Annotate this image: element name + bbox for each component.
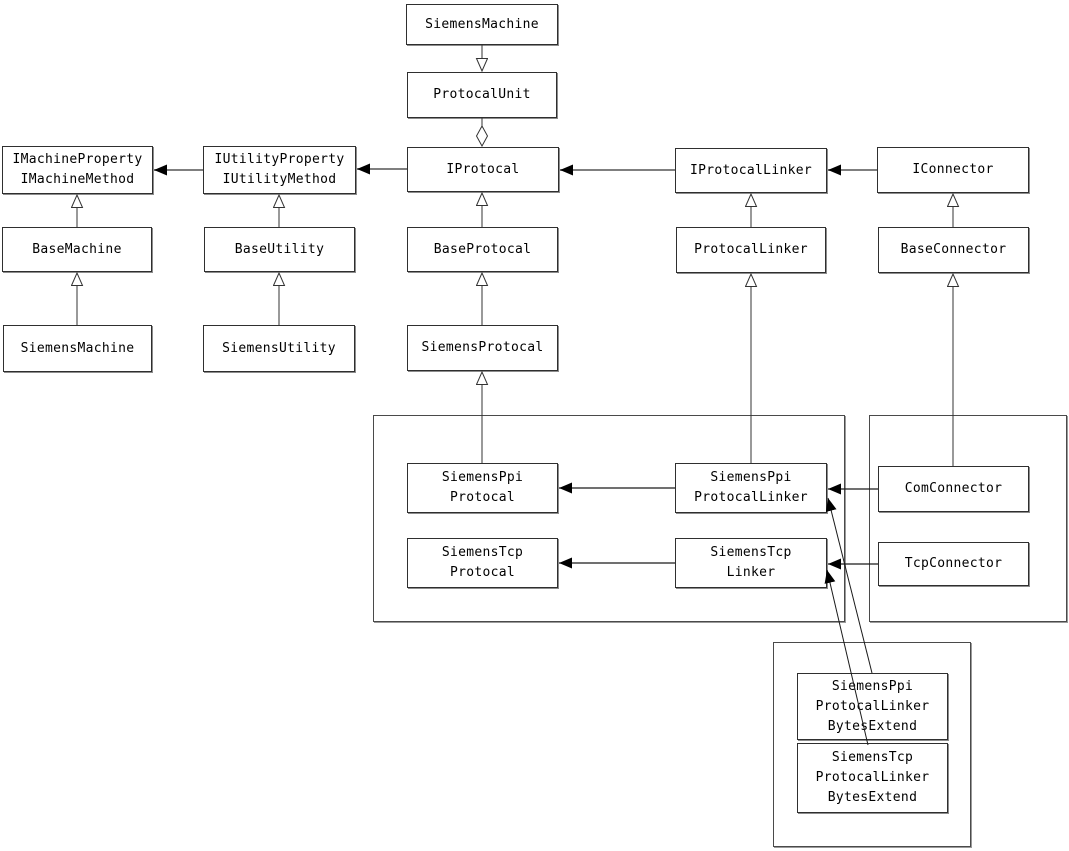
class-name-line: IMachineMethod (20, 172, 135, 187)
class-name-line: ComConnector (904, 481, 1003, 496)
class-box-base-machine: BaseMachine (2, 227, 152, 272)
class-box-base-protocal: BaseProtocal (407, 227, 558, 272)
class-name-line: IProtocal (446, 161, 520, 177)
class-name-line: SiemensTcp (441, 545, 524, 560)
class-name-line: SiemensUtility (222, 340, 336, 356)
class-name-line: SiemensTcp (831, 750, 914, 765)
class-name-line: BaseConnector (900, 242, 1007, 257)
class-name-line: ProtocalLinker (694, 242, 808, 257)
class-name-line: IProtocalLinker (690, 162, 812, 178)
class-name-line: Protocal (449, 490, 515, 505)
class-box-iprotocal: IProtocal (407, 147, 559, 192)
class-name-line: ProtocalLinker (815, 770, 930, 785)
class-name-line: BytesExtend (827, 790, 918, 805)
class-name-line: SiemensPpi (831, 678, 914, 694)
class-name-line: IUtilityMethod (222, 172, 337, 187)
class-box-protocal-linker: ProtocalLinker (676, 227, 826, 273)
class-name-line: ProtocalLinker (815, 698, 930, 714)
class-box-siemens-machine: SiemensMachine (3, 325, 152, 372)
class-name-line: SiemensProtocal (421, 340, 544, 355)
class-box-iprotocal-linker: IProtocalLinker (675, 148, 827, 193)
class-box-siemens-machine-top: SiemensMachine (406, 4, 558, 45)
class-name-line: Linker (726, 565, 776, 580)
class-name-line: Protocal (449, 565, 515, 580)
class-box-base-connector: BaseConnector (878, 227, 1029, 273)
group-protocal-implementations (373, 415, 845, 622)
class-name-line: ProtocalLinker (694, 490, 808, 505)
class-box-siemens-utility: SiemensUtility (203, 325, 355, 372)
class-name-line: ProtocalUnit (433, 87, 531, 102)
class-name-line: SiemensMachine (20, 340, 135, 356)
class-box-protocal-unit: ProtocalUnit (407, 72, 557, 118)
class-name-line: SiemensPpi (710, 470, 792, 485)
class-name-line: TcpConnector (904, 556, 1003, 571)
class-name-line: BaseUtility (234, 241, 325, 257)
class-name-line: BaseProtocal (433, 241, 532, 257)
class-name-line: SiemensTcp (710, 545, 792, 560)
class-name-line: BytesExtend (827, 718, 918, 734)
class-name-line: BaseMachine (32, 241, 122, 257)
class-box-siemens-protocal: SiemensProtocal (407, 325, 558, 371)
class-name-line: SiemensMachine (425, 16, 539, 32)
class-box-base-utility: BaseUtility (204, 227, 355, 272)
class-name-line: IUtilityProperty (214, 152, 345, 167)
class-box-tcp-connector: TcpConnector (878, 542, 1029, 586)
class-box-iconnector: IConnector (877, 147, 1029, 193)
class-name-line: IMachineProperty (12, 152, 143, 167)
class-name-line: IConnector (912, 162, 994, 177)
class-name-line: SiemensPpi (441, 470, 524, 485)
group-connector-implementations (869, 415, 1067, 622)
class-box-com-connector: ComConnector (878, 466, 1029, 512)
